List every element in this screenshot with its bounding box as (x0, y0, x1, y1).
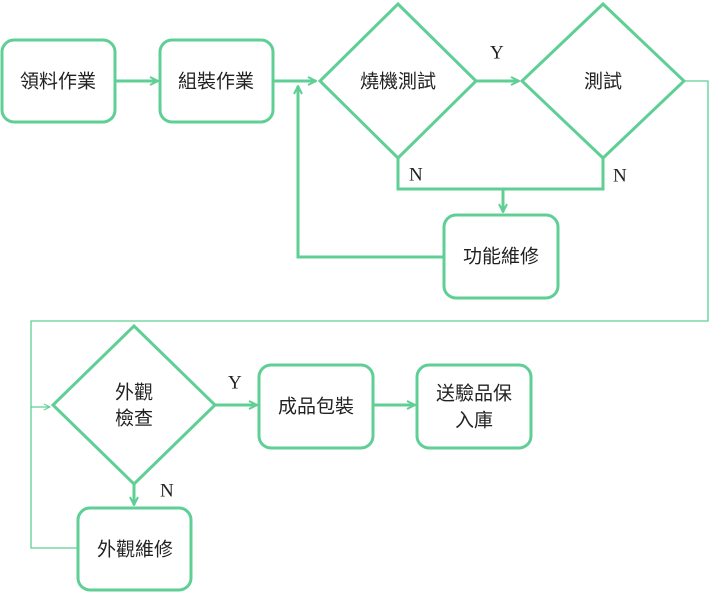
node-assembly-box (158, 38, 275, 124)
node-function-repair-label: 功能維修 (463, 246, 539, 268)
decision-visual-inspection-diamond (50, 323, 218, 487)
decision-burn-test-label: 燒機測試 (360, 71, 436, 93)
edge-label-burn-test-yes: Y (490, 42, 504, 63)
edge-test-yes-to-visual (30, 80, 709, 407)
edge-label-test-no: N (613, 165, 627, 186)
node-receive-materials-box (0, 38, 117, 124)
node-assembly-label: 組裝作業 (178, 71, 254, 93)
edge-burn-test-no (396, 158, 503, 191)
node-packaging-label: 成品包裝 (278, 396, 354, 418)
node-packaging-box (257, 363, 375, 450)
node-receive-materials-label: 領料作業 (20, 71, 96, 93)
edge-function-repair-back (298, 86, 444, 259)
edge-appearance-repair-back (30, 407, 78, 549)
decision-visual-inspection-label-line2: 檢查 (115, 408, 153, 430)
node-send-to-warehouse-label-line2: 入庫 (455, 410, 493, 432)
edge-label-burn-test-no: N (409, 164, 423, 185)
node-send-to-warehouse-box (415, 363, 533, 450)
edge-label-visual-no: N (160, 480, 174, 501)
edge-test-no (503, 158, 605, 191)
decision-visual-inspection-label-line1: 外觀 (115, 382, 153, 404)
node-appearance-repair-box (76, 506, 193, 592)
edge-label-visual-yes: Y (228, 372, 242, 393)
decision-test-diamond (519, 1, 687, 161)
decision-burn-test-diamond (317, 1, 479, 161)
decision-test-label: 測試 (584, 71, 622, 93)
node-appearance-repair-label: 外觀維修 (97, 539, 173, 561)
node-function-repair-box (442, 213, 560, 300)
node-send-to-warehouse-label-line1: 送驗品保 (436, 383, 512, 405)
